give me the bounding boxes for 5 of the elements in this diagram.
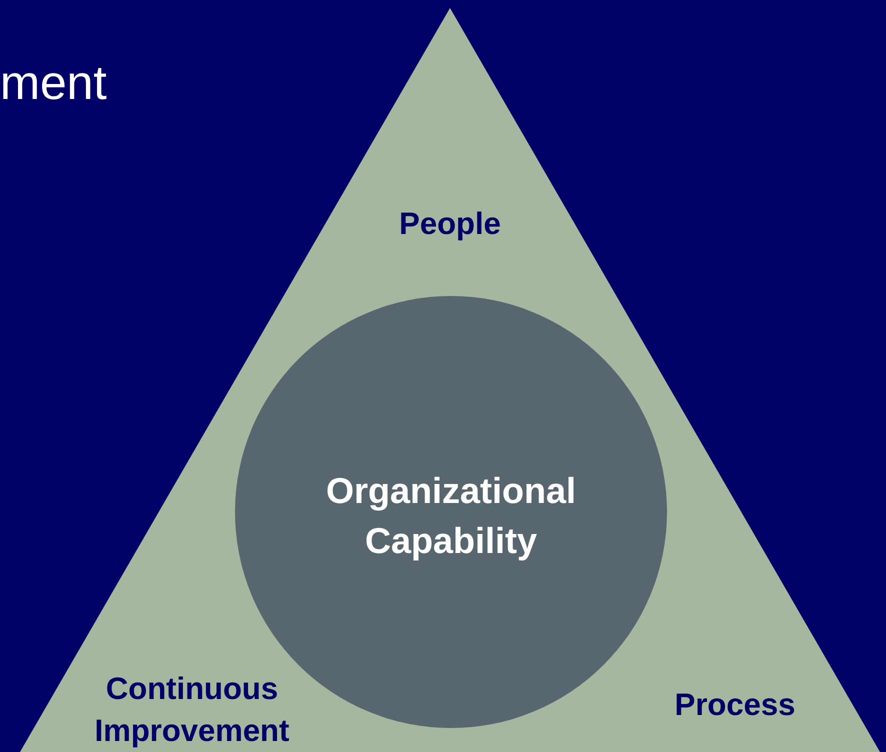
corner-label: Process [674, 687, 796, 722]
corner-label: Continuous Improvement [94, 671, 290, 748]
title: ment [0, 56, 107, 112]
center-label: Organizational Capability [326, 470, 576, 561]
corner-label: People [399, 206, 501, 241]
